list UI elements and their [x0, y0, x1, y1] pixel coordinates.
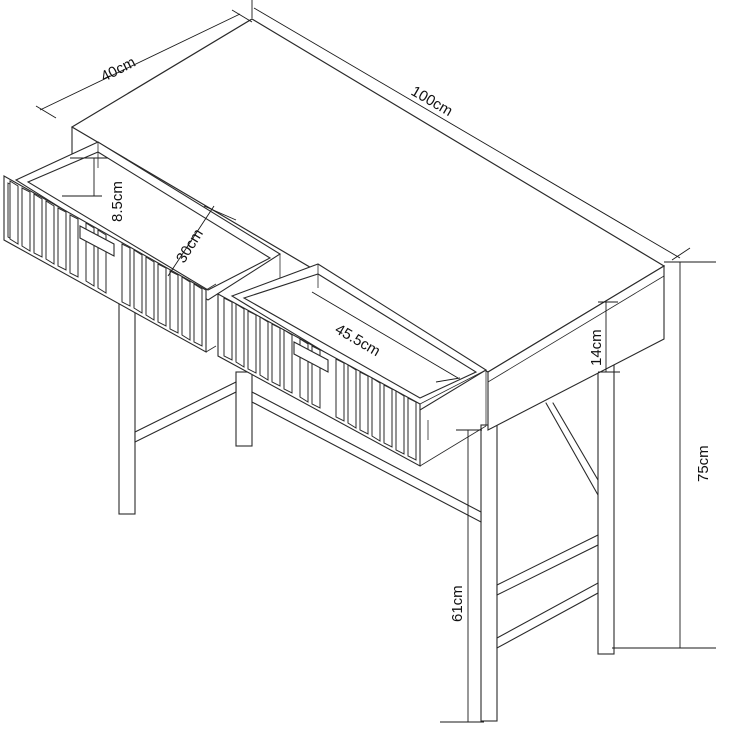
drawer-width-dim-line — [311, 291, 459, 379]
legs — [118, 299, 615, 722]
back-lower-rail — [251, 391, 482, 523]
drawer-height-label: 8.5cm — [109, 181, 126, 222]
right-drawer-inside — [242, 273, 478, 399]
left-side-rail — [134, 381, 237, 443]
front-lower-rail — [496, 534, 599, 596]
left-drawer-handle — [79, 225, 115, 257]
right-drawer-handle — [293, 341, 329, 373]
right-side-rail — [496, 582, 599, 649]
depth-label: 40cm — [98, 54, 138, 86]
apron-height-label: 14cm — [588, 329, 605, 366]
depth-dim-line — [39, 13, 241, 111]
width-label: 100cm — [408, 83, 455, 120]
drawer-depth-dim-line — [167, 205, 215, 277]
right-drawer — [217, 263, 488, 467]
left-drawer — [3, 141, 282, 353]
front-right-leg — [480, 424, 498, 722]
front-left-leg — [118, 299, 136, 515]
table-top — [70, 18, 666, 431]
left-drawer-inside — [26, 151, 272, 291]
dimension-lines — [35, 0, 716, 723]
back-left-leg — [235, 371, 253, 447]
right-diagonal-brace — [545, 402, 599, 496]
width-dim-line — [253, 7, 681, 259]
lower-frame — [134, 381, 599, 649]
left-drawer-slats — [9, 180, 203, 347]
back-right-leg — [597, 361, 615, 655]
total-height-label: 75cm — [695, 445, 712, 482]
right-drawer-slats — [223, 297, 417, 461]
leg-clearance-label: 61cm — [449, 585, 466, 622]
right-apron — [487, 265, 665, 431]
